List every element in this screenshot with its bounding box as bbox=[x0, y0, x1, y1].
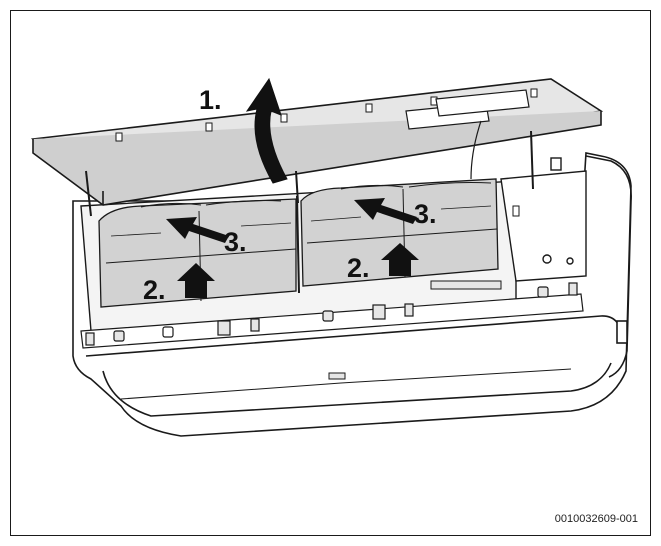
arrow-diagonal-icon bbox=[166, 217, 229, 243]
step-2-label-left: 2. bbox=[143, 275, 166, 305]
step-3-label-left: 3. bbox=[224, 227, 247, 257]
diagram-frame: 1. 2. 2. 3. 3. 0010032609-001 bbox=[10, 10, 651, 536]
step-2-label-right: 2. bbox=[347, 253, 370, 283]
arrow-diagonal-icon bbox=[354, 198, 417, 224]
arrow-up-curved-icon bbox=[245, 77, 288, 184]
ac-filter-removal-illustration: 1. 2. 2. 3. 3. bbox=[30, 77, 632, 437]
air-filter-right bbox=[300, 178, 499, 287]
air-filter-left bbox=[98, 198, 297, 308]
step-3-label-right: 3. bbox=[414, 199, 437, 229]
step-1-label: 1. bbox=[199, 85, 222, 115]
arrow-up-icon bbox=[381, 243, 419, 276]
front-panel-lifted bbox=[30, 78, 604, 217]
front-grille bbox=[80, 282, 584, 349]
arrow-up-icon bbox=[177, 263, 215, 298]
document-id: 0010032609-001 bbox=[554, 513, 638, 525]
